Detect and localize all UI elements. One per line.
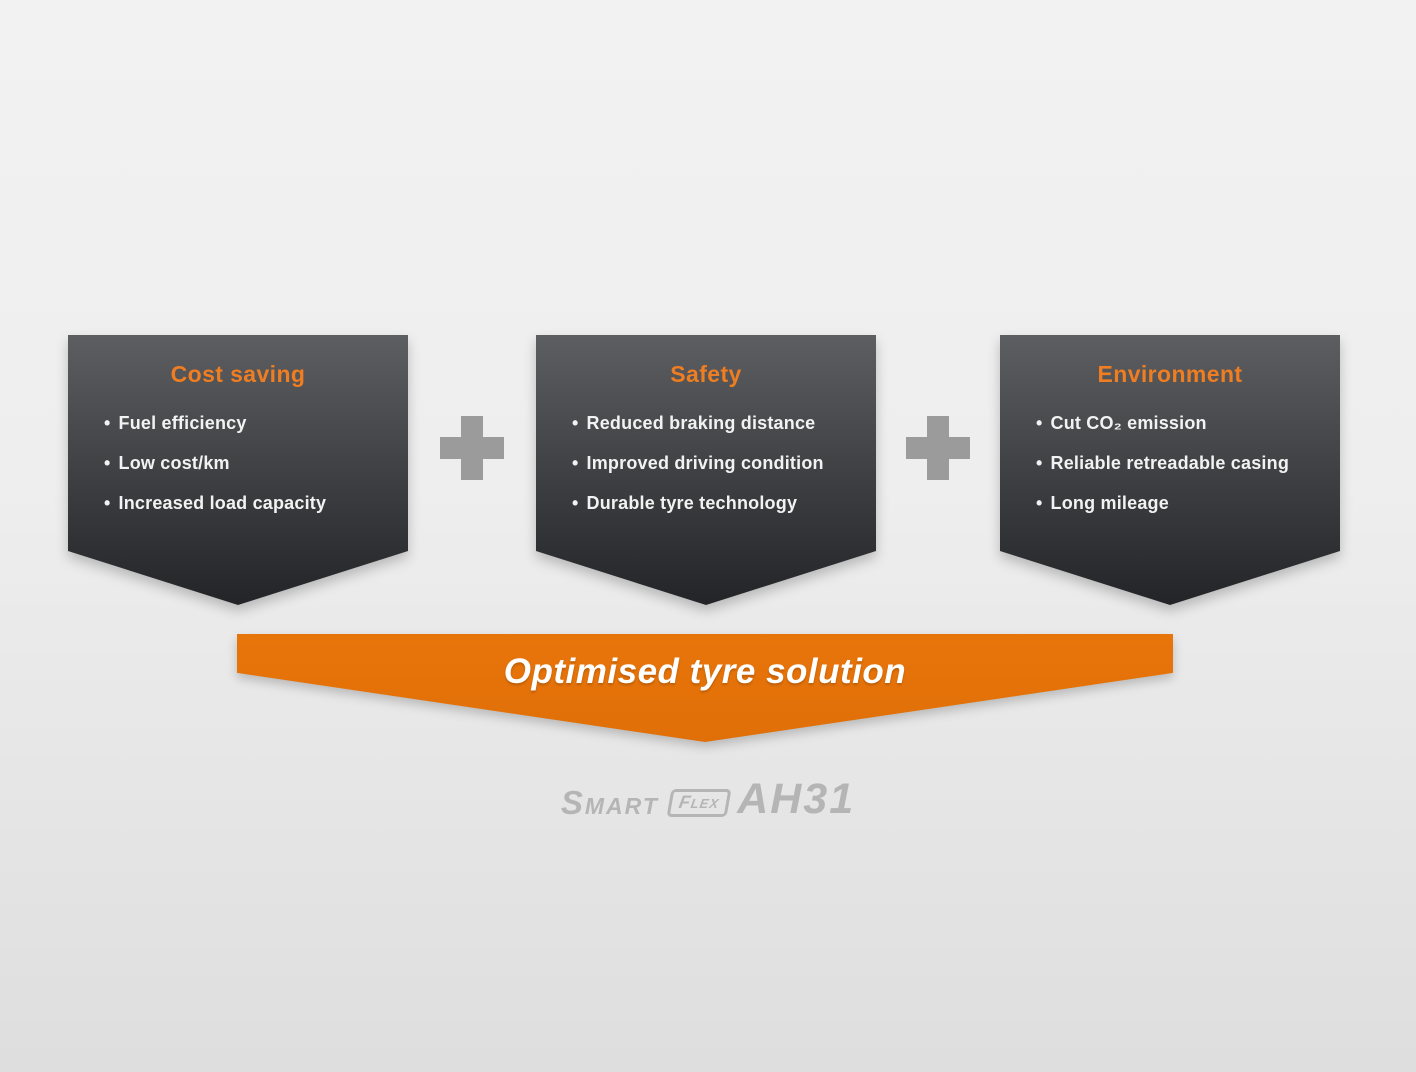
panel-environment-shape: Environment • Cut CO₂ emission • Reliable … [1000, 335, 1340, 605]
bullet-text: Improved driving condition [586, 453, 824, 473]
list-item: • Reduced braking distance [572, 412, 868, 434]
bullet-icon: • [572, 453, 579, 473]
bullet-list-safety: • Reduced braking distance • Improved driv… [536, 412, 876, 514]
panel-safety-shape: Safety • Reduced braking distance • Improv… [536, 335, 876, 605]
bullet-icon: • [572, 413, 579, 433]
bullet-text: Cut CO₂ emission [1050, 413, 1207, 433]
list-item: • Improved driving condition [572, 452, 868, 474]
list-item: • Long mileage [1036, 492, 1332, 514]
bullet-text: Reduced braking distance [586, 413, 816, 433]
panel-title-cost-saving: Cost saving [170, 361, 306, 387]
bullet-text: Durable tyre technology [586, 493, 798, 513]
bullet-icon: • [1036, 453, 1043, 473]
plus-icon [440, 416, 504, 480]
bullet-icon: • [104, 493, 111, 513]
result-banner: Optimised tyre solution [237, 634, 1173, 742]
list-item: • Fuel efficiency [104, 412, 400, 434]
panel-title-environment: Environment [1097, 361, 1243, 387]
bullet-icon: • [104, 413, 111, 433]
bullet-list-cost-saving: • Fuel efficiency • Low cost/km • Increased… [68, 412, 408, 514]
panel-cost-saving: Cost saving • Fuel efficiency • Low cost/k… [68, 335, 408, 605]
logo-flex-badge: Flex [666, 789, 732, 817]
bullet-text: Low cost/km [118, 453, 230, 473]
list-item: • Low cost/km [104, 452, 400, 474]
list-item: • Increased load capacity [104, 492, 400, 514]
bullet-icon: • [572, 493, 579, 513]
list-item: • Reliable retreadable casing [1036, 452, 1332, 474]
panel-safety: Safety • Reduced braking distance • Improv… [536, 335, 876, 605]
product-logo: Smart Flex AH31 [0, 778, 1416, 822]
panel-environment: Environment • Cut CO₂ emission • Reliable … [1000, 335, 1340, 605]
result-banner-label: Optimised tyre solution [503, 652, 907, 691]
logo-brand-text: Smart [560, 784, 659, 821]
bullet-text: Reliable retreadable casing [1050, 453, 1290, 473]
bullet-icon: • [1036, 413, 1043, 433]
bullet-icon: • [104, 453, 111, 473]
bullet-text: Long mileage [1050, 493, 1169, 513]
panel-cost-saving-shape: Cost saving • Fuel efficiency • Low cost/k… [68, 335, 408, 605]
bullet-icon: • [1036, 493, 1043, 513]
plus-icon [906, 416, 970, 480]
list-item: • Durable tyre technology [572, 492, 868, 514]
logo-model-text: AH31 [737, 775, 856, 823]
bullet-list-environment: • Cut CO₂ emission • Reliable retreadable … [1000, 412, 1340, 514]
list-item: • Cut CO₂ emission [1036, 412, 1332, 434]
bullet-text: Increased load capacity [118, 493, 327, 513]
bullet-text: Fuel efficiency [118, 413, 247, 433]
panel-title-safety: Safety [670, 361, 742, 387]
